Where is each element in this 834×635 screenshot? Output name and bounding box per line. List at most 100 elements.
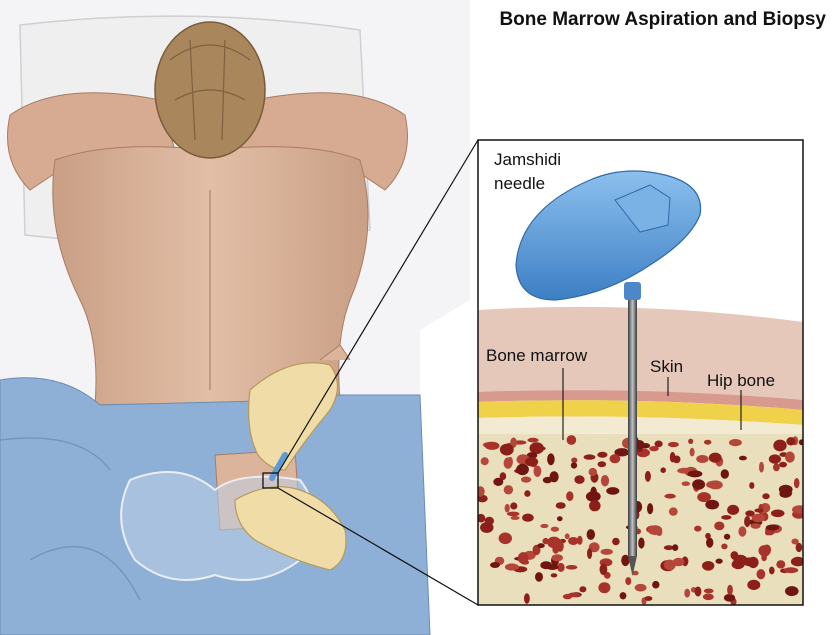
marrow-spot bbox=[579, 586, 586, 592]
marrow-spot bbox=[507, 512, 520, 517]
marrow-spot bbox=[485, 442, 500, 450]
marrow-spot bbox=[521, 560, 529, 564]
marrow-spot bbox=[500, 444, 514, 456]
marrow-spot bbox=[586, 491, 601, 502]
marrow-spot bbox=[696, 455, 708, 463]
marrow-spot bbox=[752, 514, 765, 523]
marrow-spot bbox=[505, 504, 510, 513]
marrow-spot bbox=[543, 477, 552, 483]
marrow-spot bbox=[747, 580, 760, 590]
marrow-spot bbox=[709, 453, 722, 463]
marrow-spot bbox=[532, 446, 546, 451]
marrow-spot bbox=[739, 456, 747, 461]
marrow-spot bbox=[754, 509, 763, 513]
marrow-spot bbox=[635, 584, 647, 592]
marrow-spot bbox=[537, 543, 545, 548]
marrow-spot bbox=[738, 526, 746, 536]
marrow-spot bbox=[645, 471, 651, 482]
marrow-spot bbox=[672, 544, 678, 551]
marrow-spot bbox=[597, 452, 607, 458]
marrow-spot bbox=[610, 454, 621, 463]
marrow-spot bbox=[551, 527, 559, 532]
marrow-spot bbox=[660, 467, 666, 473]
marrow-spot bbox=[794, 478, 800, 488]
marrow-spot bbox=[557, 516, 563, 521]
marrow-spot bbox=[734, 555, 739, 564]
patient-scene bbox=[0, 0, 470, 635]
marrow-spot bbox=[670, 452, 676, 463]
marrow-spot bbox=[769, 454, 781, 463]
marrow-spot bbox=[705, 533, 711, 539]
marrow-spot bbox=[601, 549, 613, 555]
marrow-spot bbox=[682, 481, 691, 486]
marrow-spot bbox=[584, 454, 596, 459]
marrow-spot bbox=[645, 596, 653, 601]
marrow-spot bbox=[571, 458, 577, 463]
marrow-spot bbox=[485, 517, 494, 525]
marrow-spot bbox=[527, 438, 538, 443]
marrow-spot bbox=[566, 491, 573, 501]
needle-shaft bbox=[628, 298, 637, 556]
marrow-spot bbox=[690, 448, 695, 457]
marrow-spot bbox=[481, 457, 489, 465]
marrow-spot bbox=[785, 586, 799, 596]
marrow-spot bbox=[568, 537, 578, 545]
marrow-spot bbox=[566, 565, 578, 570]
marrow-spot bbox=[727, 505, 739, 515]
marrow-spot bbox=[589, 500, 601, 511]
marrow-spot bbox=[612, 538, 620, 546]
marrow-spot bbox=[664, 494, 675, 499]
marrow-spot bbox=[522, 514, 534, 522]
marrow-spot bbox=[706, 538, 713, 548]
marrow-spot bbox=[504, 485, 513, 494]
marrow-spot bbox=[620, 592, 627, 599]
marrow-spot bbox=[766, 525, 779, 531]
marrow-spot bbox=[779, 462, 787, 468]
marrow-spot bbox=[563, 594, 572, 599]
marrow-spot bbox=[647, 503, 653, 514]
marrow-spot bbox=[587, 529, 595, 540]
marrow-spot bbox=[571, 462, 577, 468]
marrow-spot bbox=[490, 562, 500, 568]
marrow-spot bbox=[574, 475, 584, 484]
marrow-spot bbox=[714, 522, 724, 531]
marrow-spot bbox=[786, 437, 795, 445]
marrow-spot bbox=[540, 561, 552, 569]
marrow-spot bbox=[625, 577, 631, 585]
marrow-spot bbox=[668, 442, 679, 447]
marrow-spot bbox=[762, 493, 769, 499]
marrow-spot bbox=[773, 463, 780, 471]
marrow-spot bbox=[704, 589, 714, 594]
skin-label: Skin bbox=[650, 357, 683, 376]
marrow-spot bbox=[589, 468, 597, 476]
marrow-spot bbox=[702, 561, 714, 571]
inset-cross-section: Jamshidi needle Bone marrow Skin Hip bon… bbox=[477, 140, 807, 605]
marrow-spot bbox=[688, 439, 693, 444]
marrow-spot bbox=[692, 479, 705, 489]
marrow-spot bbox=[525, 457, 538, 466]
marrow-spot bbox=[510, 502, 517, 509]
marrow-spot bbox=[749, 482, 754, 489]
marrow-spot bbox=[695, 587, 702, 597]
marrow-spot bbox=[724, 594, 735, 602]
marrow-spot bbox=[703, 594, 714, 601]
marrow-spot bbox=[551, 573, 558, 577]
marrow-spot bbox=[697, 492, 711, 502]
marrow-spot bbox=[505, 563, 519, 570]
marrow-spot bbox=[759, 462, 764, 473]
marrow-spot bbox=[791, 539, 798, 545]
needle-label-line2: needle bbox=[494, 174, 545, 193]
marrow-spot bbox=[769, 567, 775, 575]
marrow-spot bbox=[516, 464, 529, 475]
marrow-spot bbox=[751, 523, 761, 529]
marrow-spot bbox=[771, 510, 785, 518]
marrow-spot bbox=[652, 581, 659, 589]
marrow-spot bbox=[557, 540, 564, 552]
marrow-spot bbox=[759, 545, 771, 556]
marrow-spot bbox=[500, 472, 507, 480]
page-title: Bone Marrow Aspiration and Biopsy bbox=[499, 9, 826, 30]
marrow-spot bbox=[540, 524, 548, 528]
marrow-spot bbox=[694, 526, 701, 532]
marrow-spot bbox=[724, 534, 730, 540]
marrow-spot bbox=[684, 589, 690, 598]
